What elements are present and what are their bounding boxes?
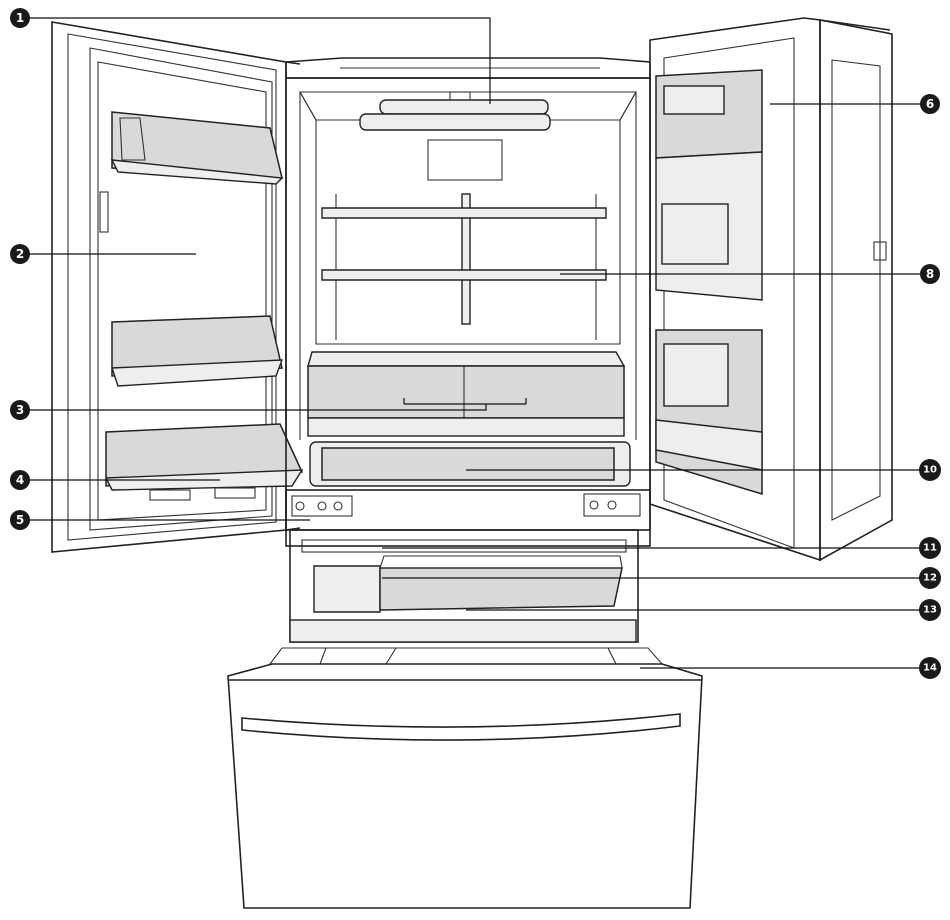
top-light-module — [359, 91, 551, 131]
svg-text:1: 1 — [16, 11, 24, 25]
freezer-drawer-front — [227, 663, 703, 909]
svg-text:4: 4 — [16, 473, 24, 487]
svg-text:11: 11 — [923, 543, 937, 554]
left-door-bin-middle — [111, 315, 284, 387]
right-door-bin-top — [655, 69, 763, 301]
leader-lines — [26, 17, 926, 669]
callout-12: 12 — [919, 567, 941, 589]
svg-text:13: 13 — [923, 605, 937, 616]
svg-text:2: 2 — [16, 247, 24, 261]
callout-3: 3 — [10, 400, 30, 420]
callout-11: 11 — [919, 537, 941, 559]
left-door-bin-top — [110, 111, 284, 185]
callout-1: 1 — [10, 8, 30, 28]
svg-text:3: 3 — [16, 403, 24, 417]
svg-text:8: 8 — [926, 267, 934, 281]
callout-10: 10 — [919, 459, 941, 481]
deli-drawer — [309, 441, 631, 487]
callout-14: 14 — [919, 657, 941, 679]
svg-text:12: 12 — [923, 573, 937, 584]
svg-text:5: 5 — [16, 513, 24, 527]
right-door-bin-bottom — [655, 329, 763, 496]
left-door-bin-bottom — [104, 423, 304, 501]
back-panel — [427, 139, 503, 181]
callout-2: 2 — [10, 244, 30, 264]
freezer-basket — [268, 647, 664, 665]
crisper-drawers — [307, 351, 626, 437]
callout-6: 6 — [920, 94, 940, 114]
shelves — [321, 193, 607, 340]
svg-text:14: 14 — [923, 663, 937, 674]
callout-8: 8 — [920, 264, 940, 284]
svg-text:10: 10 — [923, 465, 937, 476]
callout-4: 4 — [10, 470, 30, 490]
callout-13: 13 — [919, 599, 941, 621]
svg-text:6: 6 — [926, 97, 934, 111]
callout-5: 5 — [10, 510, 30, 530]
divider-panel — [285, 489, 651, 531]
